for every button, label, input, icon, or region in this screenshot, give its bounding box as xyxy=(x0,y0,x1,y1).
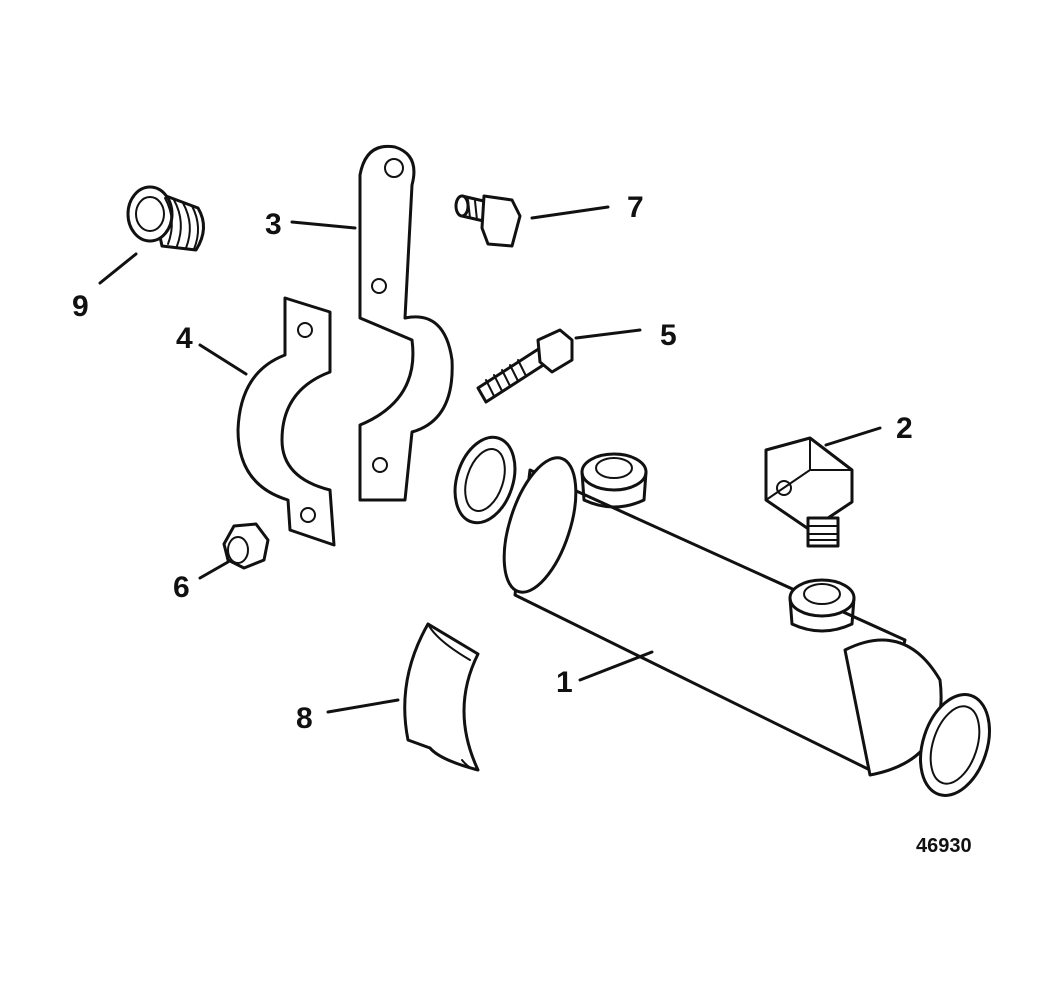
leader-2 xyxy=(824,426,882,447)
figure-number: 46930 xyxy=(916,835,972,857)
leader-lines xyxy=(98,205,882,714)
leader-8 xyxy=(326,698,400,714)
leader-1 xyxy=(578,650,654,682)
callout-9: 9 xyxy=(72,290,89,323)
leader-9 xyxy=(98,252,138,285)
callout-7: 7 xyxy=(627,191,644,224)
part-5-screw xyxy=(476,328,574,404)
callout-1: 1 xyxy=(556,666,573,699)
part-4-u-clamp xyxy=(236,296,336,547)
leader-5 xyxy=(574,328,642,340)
callout-5: 5 xyxy=(660,319,677,352)
leader-7 xyxy=(530,205,610,220)
callout-3: 3 xyxy=(265,208,282,241)
part-9-pipe-plug xyxy=(126,185,205,252)
part-8-curved-insert xyxy=(403,622,480,772)
leader-6 xyxy=(198,560,230,580)
leader-3 xyxy=(290,220,357,230)
part-3-mounting-bracket xyxy=(358,144,454,502)
part-2-elbow-fitting xyxy=(764,436,854,548)
part-6-hex-nut xyxy=(222,522,270,570)
part-7-hex-bolt xyxy=(454,194,522,248)
callout-6: 6 xyxy=(173,571,190,604)
callout-labels: 1 2 3 4 5 6 7 8 9 xyxy=(72,191,913,735)
callout-8: 8 xyxy=(296,702,313,735)
callout-2: 2 xyxy=(896,412,913,445)
leader-4 xyxy=(198,343,248,376)
part-1-heat-exchanger xyxy=(453,435,991,797)
callout-4: 4 xyxy=(176,322,193,355)
